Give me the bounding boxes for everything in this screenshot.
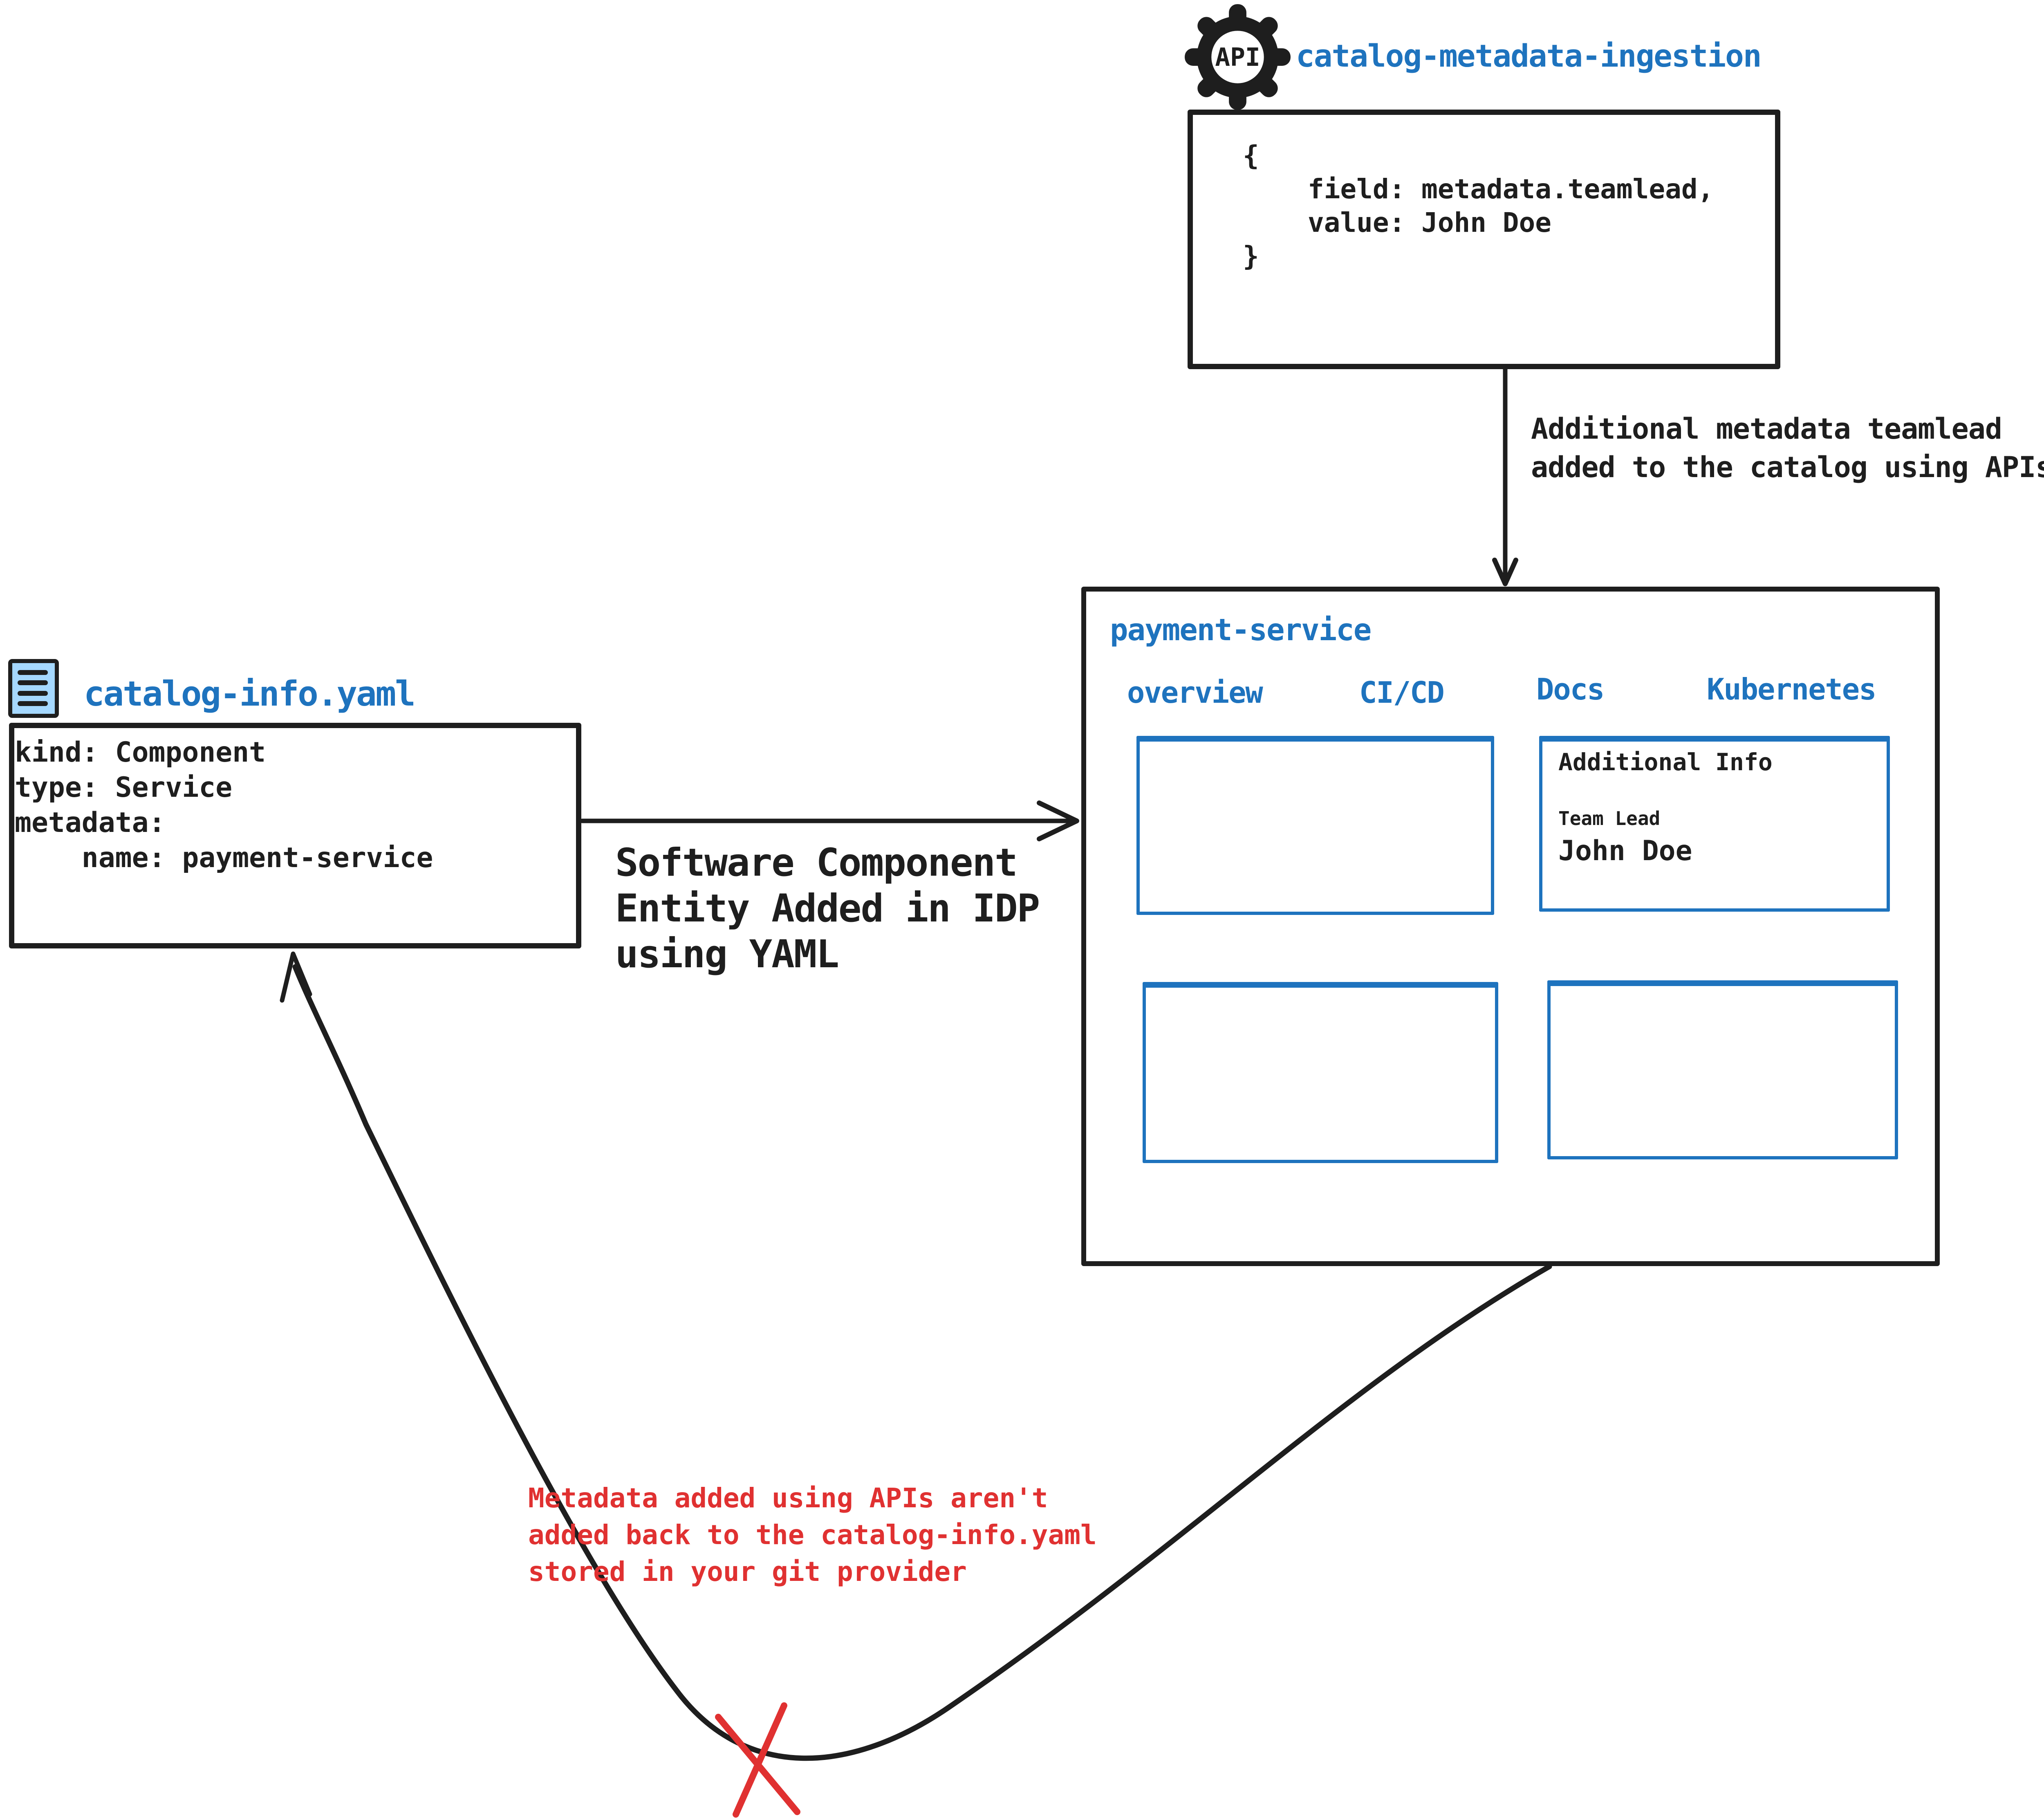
feedback-curve-arrow xyxy=(292,964,1552,1761)
team-lead-label: Team Lead xyxy=(1558,807,1661,829)
api-gear-icon: API xyxy=(1185,4,1291,110)
label-line: added to the catalog using APIs xyxy=(1531,451,2044,484)
code-line: kind: Component xyxy=(15,736,266,769)
note-line: added back to the catalog-info.yaml xyxy=(528,1519,1097,1551)
yaml-to-idp-arrowhead xyxy=(1037,800,1079,841)
portal-card-bottom-left xyxy=(1143,982,1498,1163)
code-line: field: metadata.teamlead, xyxy=(1243,173,1714,205)
additional-info-heading: Additional Info xyxy=(1558,748,1773,776)
portal-card-overview xyxy=(1136,736,1494,915)
code-line: metadata: xyxy=(15,807,166,839)
tab-overview[interactable]: overview xyxy=(1127,675,1263,710)
code-line: value: John Doe xyxy=(1243,207,1551,238)
file-icon-line xyxy=(18,670,48,675)
tab-kubernetes[interactable]: Kubernetes xyxy=(1707,672,1876,706)
code-line: { xyxy=(1243,140,1259,171)
api-payload-code: { field: metadata.teamlead, value: John … xyxy=(1243,139,1714,273)
label-line: Additional metadata teamlead xyxy=(1531,412,2002,446)
yaml-file-icon xyxy=(8,659,59,718)
yaml-file-title: catalog-info.yaml xyxy=(84,674,416,714)
label-line: using YAML xyxy=(615,932,839,977)
code-line: } xyxy=(1243,240,1259,272)
note-line: stored in your git provider xyxy=(528,1556,967,1587)
additional-info-card xyxy=(1539,736,1890,912)
note-line: Metadata added using APIs aren't xyxy=(528,1482,1048,1514)
file-icon-line xyxy=(18,680,48,685)
team-lead-value: John Doe xyxy=(1558,835,1692,867)
portal-title: payment-service xyxy=(1110,612,1372,648)
yaml-content-box xyxy=(9,723,581,948)
ingestion-arrow-label: Additional metadata teamlead added to th… xyxy=(1531,410,2044,486)
yaml-code: kind: Component type: Service metadata: … xyxy=(15,735,433,876)
api-payload-box xyxy=(1188,110,1780,369)
yaml-arrow-label: Software Component Entity Added in IDP u… xyxy=(615,840,1040,977)
file-icon-line xyxy=(18,691,48,696)
feedback-arrowhead xyxy=(280,951,312,1003)
label-line: Entity Added in IDP xyxy=(615,886,1040,931)
ingestion-arrowhead xyxy=(1492,558,1518,586)
code-line: name: payment-service xyxy=(15,842,433,874)
portal-card-bottom-right xyxy=(1547,980,1898,1159)
code-line: type: Service xyxy=(15,771,233,804)
tab-cicd[interactable]: CI/CD xyxy=(1359,675,1445,710)
label-line: Software Component xyxy=(615,841,1018,885)
red-cross-icon xyxy=(733,1702,787,1818)
api-gear-label: API xyxy=(1215,43,1260,72)
api-feedback-note: Metadata added using APIs aren't added b… xyxy=(528,1480,1097,1590)
api-ingestion-title: catalog-metadata-ingestion xyxy=(1296,38,1762,74)
file-icon-line xyxy=(18,701,48,706)
tab-docs[interactable]: Docs xyxy=(1536,672,1605,706)
